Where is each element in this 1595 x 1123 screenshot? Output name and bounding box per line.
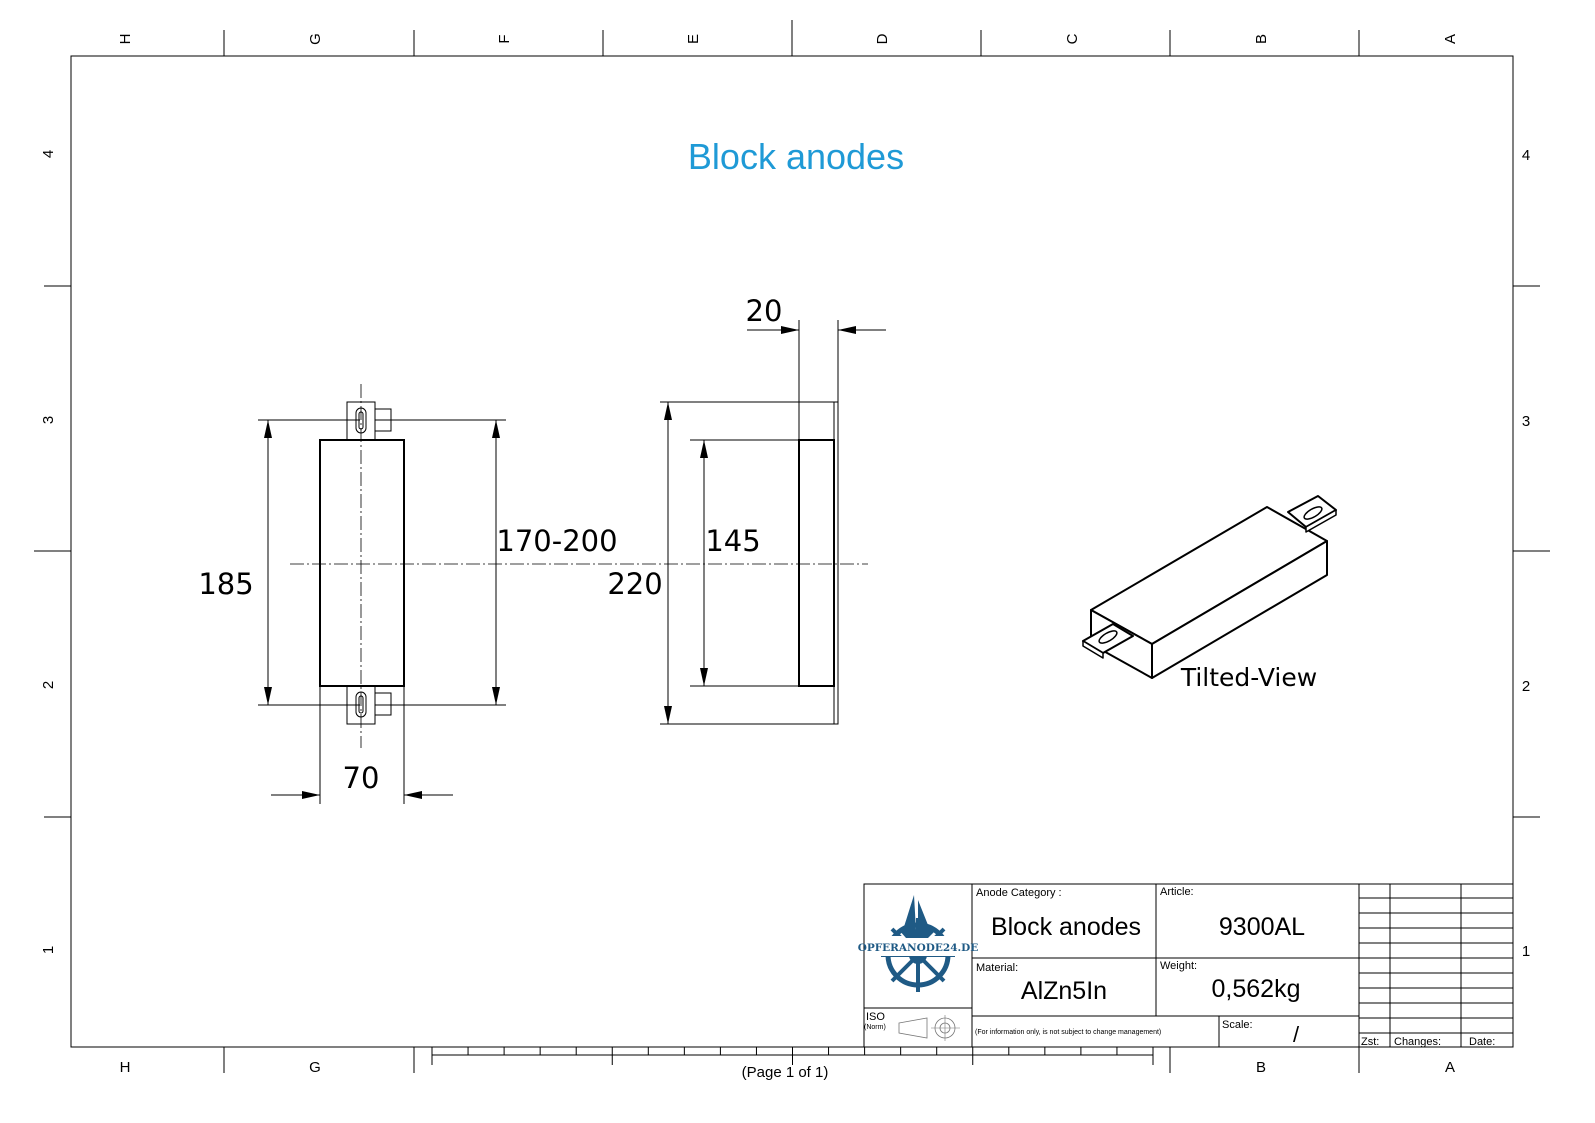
material-label: Material: — [976, 962, 1018, 974]
dim-side-total: 220 — [607, 567, 662, 601]
side-view-dimensions: 20 145 220 — [607, 294, 886, 725]
norm-label: (Norm) — [864, 1024, 886, 1031]
scale-value: / — [1293, 1022, 1300, 1047]
scale-label: Scale: — [1222, 1019, 1253, 1031]
row-label-right: 1 — [1522, 943, 1530, 960]
col-label-top: G — [307, 33, 324, 45]
dim-front-height: 185 — [198, 567, 253, 601]
col-label-top: E — [685, 34, 702, 44]
col-label-bottom: G — [309, 1059, 321, 1076]
col-label-bottom: B — [1256, 1059, 1266, 1076]
category-label: Anode Category : — [976, 887, 1062, 899]
weight-value: 0,562kg — [1212, 975, 1301, 1003]
front-view-dimensions: 185 170-200 70 — [198, 419, 618, 804]
projection-symbol-icon — [898, 1015, 960, 1041]
dim-side-thickness: 20 — [746, 294, 783, 328]
col-label-top: B — [1253, 34, 1270, 44]
article-value: 9300AL — [1219, 913, 1305, 941]
right-row-labels: 4 3 2 1 — [1522, 147, 1530, 960]
col-label-top: D — [874, 33, 891, 44]
bottom-column-labels: H G B A — [120, 1059, 1455, 1076]
date-label: Date: — [1469, 1036, 1495, 1048]
col-label-bottom: A — [1445, 1059, 1455, 1076]
row-label-left: 2 — [40, 681, 57, 689]
category-value: Block anodes — [991, 913, 1141, 941]
col-label-bottom: H — [120, 1059, 131, 1076]
row-label-right: 3 — [1522, 413, 1530, 430]
front-view — [290, 384, 868, 748]
side-view — [798, 401, 839, 725]
tilted-view: Tilted-View — [1082, 495, 1337, 692]
title-block: OPFERANODE24.DE Anode Category : Block a… — [858, 883, 1514, 1048]
row-label-left: 4 — [40, 150, 57, 158]
dim-front-width: 70 — [343, 761, 380, 795]
weight-label: Weight: — [1160, 960, 1197, 972]
top-column-labels: H G F E D C B A — [117, 33, 1459, 45]
col-label-top: C — [1064, 33, 1081, 44]
col-label-top: A — [1442, 34, 1459, 44]
iso-label: ISO — [866, 1011, 885, 1023]
material-value: AlZn5In — [1021, 977, 1107, 1005]
left-row-labels: 4 3 2 1 — [40, 150, 57, 954]
tilted-view-label: Tilted-View — [1180, 663, 1317, 692]
dim-front-mount: 170-200 — [496, 524, 617, 558]
page-indicator: (Page 1 of 1) — [742, 1064, 829, 1081]
col-label-top: F — [496, 34, 513, 43]
company-logo: OPFERANODE24.DE — [858, 895, 979, 992]
row-label-right: 4 — [1522, 147, 1530, 164]
changes-label: Changes: — [1394, 1036, 1441, 1048]
col-label-top: H — [117, 34, 134, 45]
dim-side-body: 145 — [705, 524, 760, 558]
row-label-right: 2 — [1522, 678, 1530, 695]
logo-text: OPFERANODE24.DE — [858, 942, 979, 954]
bottom-scale-ruler — [431, 1047, 1154, 1065]
drawing-title: Block anodes — [688, 136, 904, 177]
row-label-left: 1 — [40, 946, 57, 954]
article-label: Article: — [1160, 886, 1194, 898]
row-label-left: 3 — [40, 416, 57, 424]
info-note: (For information only, is not subject to… — [975, 1029, 1161, 1036]
zst-label: Zst: — [1361, 1036, 1379, 1048]
